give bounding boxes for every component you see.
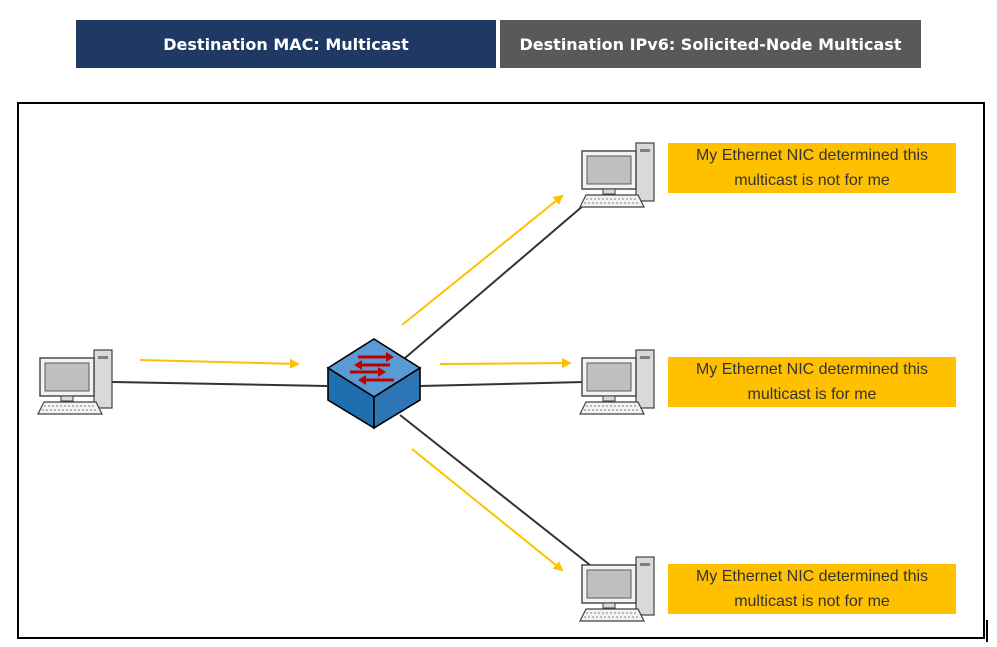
switch-icon [326, 338, 422, 430]
link-switch-bottom [399, 414, 591, 566]
receiver-bottom-pc-icon [579, 556, 655, 622]
network-diagram-frame [17, 102, 985, 639]
receiver-middle-note: My Ethernet NIC determined this multicas… [668, 357, 956, 407]
receiver-middle-pc-icon [579, 349, 655, 415]
destination-mac-header: Destination MAC: Multicast [76, 20, 496, 68]
note-line-2: multicast is not for me [734, 172, 890, 189]
note-line-1: My Ethernet NIC determined this [695, 361, 929, 378]
link-sender-switch [111, 381, 328, 387]
note-line-1: My Ethernet NIC determined this [695, 147, 929, 164]
receiver-top-note: My Ethernet NIC determined this multicas… [668, 143, 956, 193]
link-switch-middle [419, 381, 585, 387]
note-line-2: multicast is not for me [734, 593, 890, 610]
destination-ipv6-header: Destination IPv6: Solicited-Node Multica… [500, 20, 921, 68]
flow-arrow-to-switch [139, 358, 300, 369]
flow-arrow-to-top [401, 194, 564, 326]
receiver-top-pc-icon [579, 142, 655, 208]
sender-pc-icon [37, 349, 113, 415]
link-switch-top [404, 204, 585, 359]
frame-edge-mark [986, 620, 988, 642]
flow-arrow-to-middle [439, 358, 572, 369]
receiver-bottom-note: My Ethernet NIC determined this multicas… [668, 564, 956, 614]
note-line-2: multicast is for me [747, 386, 877, 403]
note-line-1: My Ethernet NIC determined this [695, 568, 929, 585]
flow-arrow-to-bottom [411, 448, 564, 572]
